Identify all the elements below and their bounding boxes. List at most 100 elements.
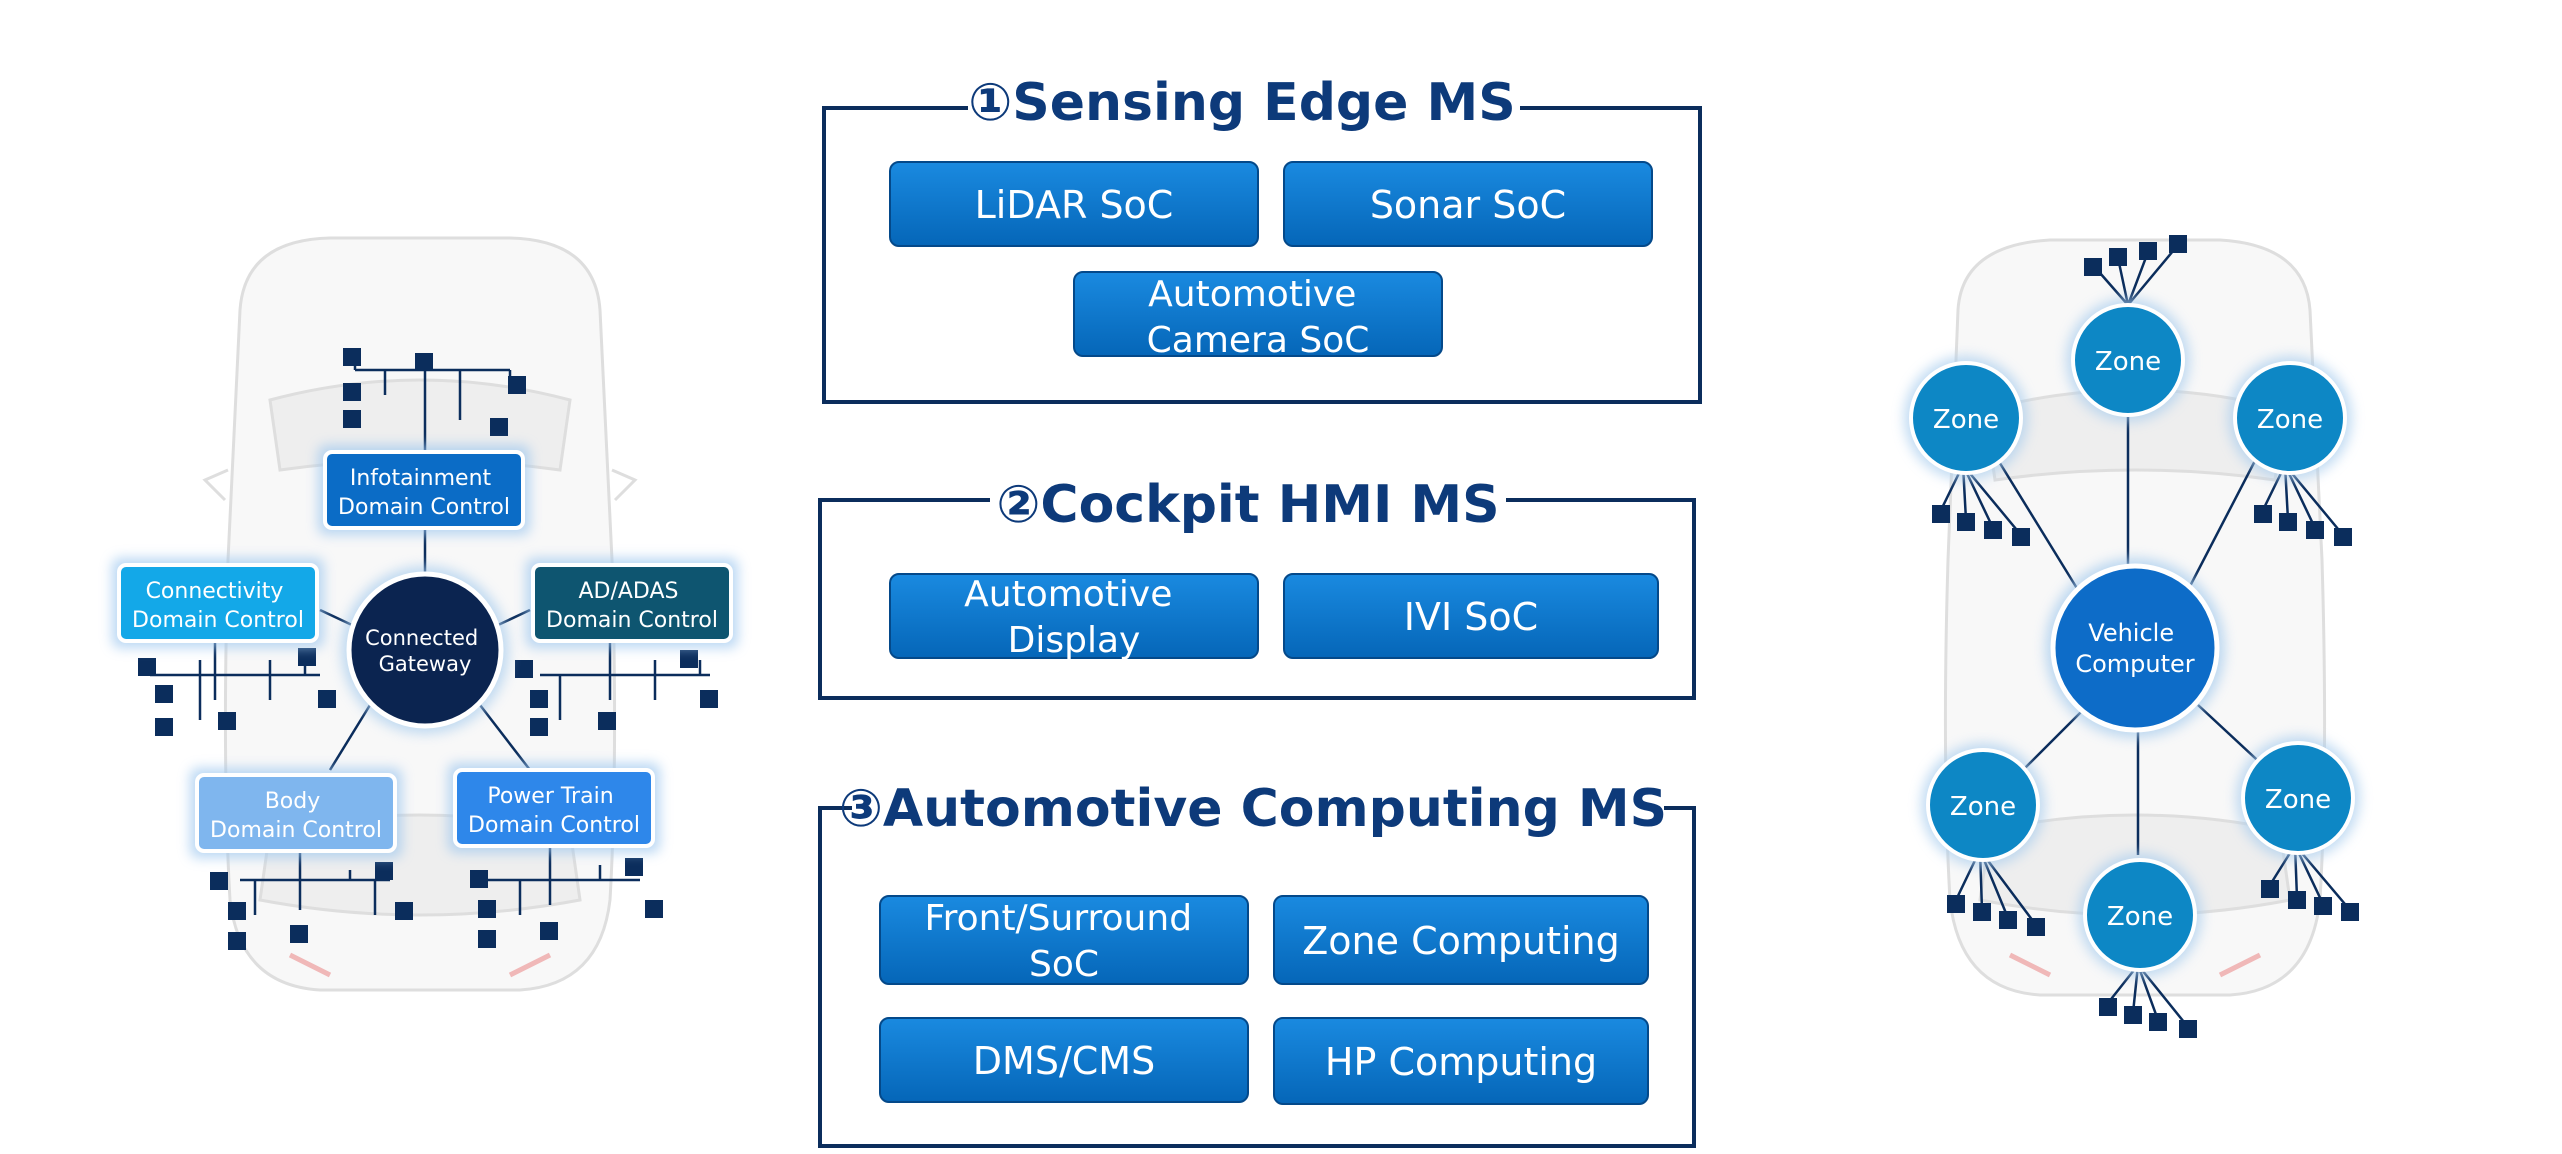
section-automotive-computing: ③Automotive Computing MS Front/Surround … xyxy=(818,779,1696,1148)
item-label: IVI SoC xyxy=(1404,595,1538,639)
svg-text:HP Computing: HP Computing xyxy=(1325,1040,1597,1084)
ecu-node xyxy=(2179,1020,2197,1038)
domain-architecture: Infotainment Domain Control Connectivity… xyxy=(112,236,738,992)
domain-ecu-nodes xyxy=(138,348,718,950)
ecu-node xyxy=(1947,895,1965,913)
svg-text:Body Domain Control: Body Domain Control xyxy=(210,789,382,843)
section-title: ①Sensing Edge MS xyxy=(968,73,1515,133)
vehicle-computer: Vehicle Computer xyxy=(2045,558,2225,738)
ecu-node xyxy=(2124,1006,2142,1024)
ecu-node xyxy=(2279,513,2297,531)
ecu-node xyxy=(395,902,413,920)
ecu-node xyxy=(2084,258,2102,276)
section-cockpit-hmi: ②Cockpit HMI MS Automotive Display IVI S… xyxy=(818,475,1696,700)
item-box: HP Computing xyxy=(1273,1017,1649,1105)
svg-text:Automotive Display: Automotive Display xyxy=(964,574,1184,661)
item-label: DMS/CMS xyxy=(973,1039,1155,1083)
domain-box-body: Body Domain Control xyxy=(190,768,402,858)
item-label: HP Computing xyxy=(1325,1040,1597,1084)
zone-label: Zone xyxy=(2107,902,2173,932)
domain-label: Power Train xyxy=(487,784,613,809)
ecu-node xyxy=(2109,248,2127,266)
item-box: DMS/CMS xyxy=(879,1017,1249,1103)
ecu-node xyxy=(478,930,496,948)
item-box: Automotive Display xyxy=(889,573,1259,661)
item-label: Display xyxy=(1008,620,1141,661)
domain-box-connectivity: Connectivity Domain Control xyxy=(112,558,324,648)
zone-node-bottom: Zone xyxy=(2078,853,2202,977)
ecu-node xyxy=(1984,521,2002,539)
item-label: Camera SoC xyxy=(1147,320,1370,361)
domain-label: Connectivity xyxy=(146,579,284,604)
ecu-node xyxy=(343,383,361,401)
item-box: LiDAR SoC xyxy=(889,161,1259,247)
ecu-node xyxy=(318,690,336,708)
ecu-node xyxy=(343,348,361,366)
zone-node-upper-left: Zone xyxy=(1904,356,2028,480)
item-box: IVI SoC xyxy=(1283,573,1659,659)
item-label: Sonar SoC xyxy=(1370,183,1566,227)
domain-label: Domain Control xyxy=(210,818,382,843)
ecu-node xyxy=(2261,880,2279,898)
ecu-node xyxy=(2099,998,2117,1016)
ecu-node xyxy=(138,658,156,676)
svg-text:DMS/CMS: DMS/CMS xyxy=(973,1039,1155,1083)
zone-node-upper-right: Zone xyxy=(2228,356,2352,480)
ecu-node xyxy=(645,900,663,918)
item-label: Automotive xyxy=(1148,274,1356,315)
svg-text:Zone Computing: Zone Computing xyxy=(1302,919,1620,963)
svg-text:LiDAR SoC: LiDAR SoC xyxy=(975,183,1174,227)
svg-text:Vehicle Computer: Vehicle Computer xyxy=(2075,619,2194,678)
svg-text:Sonar SoC: Sonar SoC xyxy=(1370,183,1566,227)
ecu-node xyxy=(700,690,718,708)
ecu-node xyxy=(228,902,246,920)
ecu-node xyxy=(2314,897,2332,915)
item-box: Zone Computing xyxy=(1273,895,1649,985)
ecu-node xyxy=(155,718,173,736)
domain-label: Domain Control xyxy=(132,608,304,633)
svg-text:Front/Surround SoC: Front/Surround SoC xyxy=(925,898,1204,985)
ecu-node xyxy=(155,685,173,703)
zone-ecu-lines xyxy=(1939,244,2351,1028)
svg-text:Infotainment Domain Co: Infotainment Domain Control xyxy=(338,466,510,520)
ecu-node xyxy=(515,660,533,678)
item-box: Sonar SoC xyxy=(1283,161,1653,247)
ecu-node xyxy=(2306,521,2324,539)
ecu-node xyxy=(228,932,246,950)
ecu-node xyxy=(343,410,361,428)
ecu-node xyxy=(218,712,236,730)
ecu-node xyxy=(490,418,508,436)
ecu-node xyxy=(2139,242,2157,260)
domain-label: Body xyxy=(265,789,321,814)
section-title: ②Cockpit HMI MS xyxy=(996,475,1499,535)
svg-text:Automotive Camera SoC: Automotive Camera SoC xyxy=(1147,274,1370,361)
domain-label: Domain Control xyxy=(546,608,718,633)
svg-text:Power Train Domain Con: Power Train Domain Control xyxy=(468,784,640,838)
ecu-node xyxy=(598,712,616,730)
zone-node-top: Zone xyxy=(2066,298,2190,422)
domain-label: AD/ADAS xyxy=(578,579,678,604)
domain-box-adas: AD/ADAS Domain Control xyxy=(526,558,738,648)
vehicle-computer-label: Vehicle xyxy=(2088,619,2174,647)
gateway-label: Gateway xyxy=(379,652,472,676)
domain-label: Infotainment xyxy=(350,466,492,491)
ecu-node xyxy=(530,718,548,736)
item-box: Automotive Camera SoC xyxy=(1073,271,1443,361)
ecu-node xyxy=(1957,513,1975,531)
ecu-node xyxy=(1932,505,1950,523)
ecu-node xyxy=(2341,903,2359,921)
vehicle-computer-label: Computer xyxy=(2075,650,2194,678)
ecu-node xyxy=(1973,903,1991,921)
ecu-node xyxy=(210,872,228,890)
section-title: ③Automotive Computing MS xyxy=(839,779,1667,839)
zone-label: Zone xyxy=(1933,405,1999,435)
ecu-node xyxy=(625,858,643,876)
ecu-node xyxy=(298,648,316,666)
ecu-node xyxy=(508,376,526,394)
gateway-label: Connected xyxy=(365,626,478,650)
item-label: Automotive xyxy=(964,574,1172,615)
domain-box-infotainment: Infotainment Domain Control xyxy=(318,445,530,535)
svg-text:Connectivity Domain Co: Connectivity Domain Control xyxy=(132,579,304,633)
ecu-node xyxy=(530,690,548,708)
ecu-node xyxy=(470,870,488,888)
